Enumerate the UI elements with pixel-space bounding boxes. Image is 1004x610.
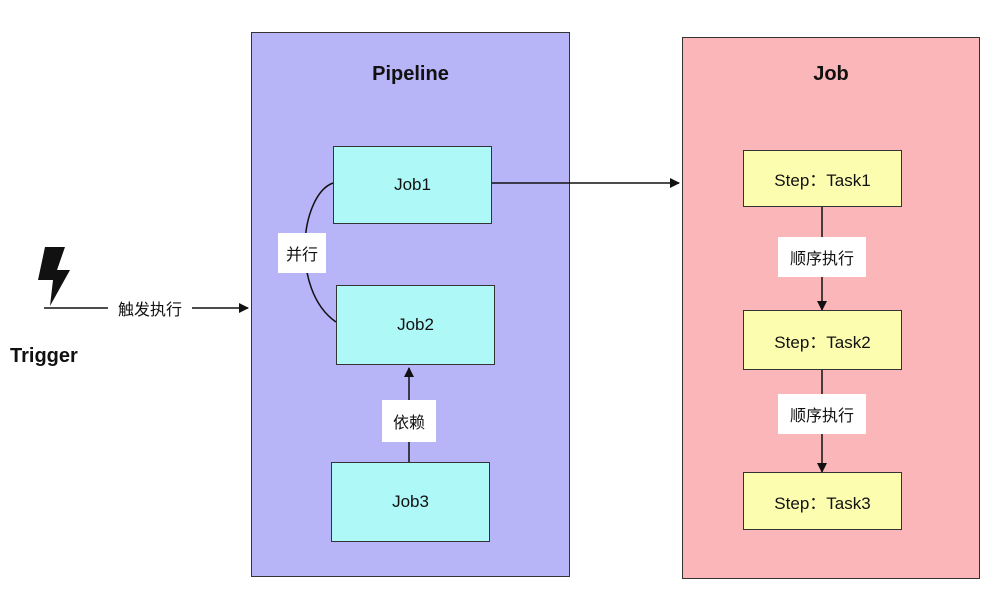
step-task3-node: Step：Task3 (743, 472, 902, 530)
job3-node: Job3 (331, 462, 490, 542)
job2-node: Job2 (336, 285, 495, 365)
job-title: Job (813, 63, 849, 85)
sequence-label-1: 顺序执行 (778, 237, 866, 277)
sequence-label-2: 顺序执行 (778, 394, 866, 434)
dependency-label: 依赖 (382, 400, 436, 442)
step-task1-node: Step：Task1 (743, 150, 902, 207)
lightning-icon (38, 247, 70, 306)
job1-node: Job1 (333, 146, 492, 224)
trigger-label: Trigger (10, 345, 78, 367)
pipeline-title: Pipeline (372, 63, 449, 85)
step-task2-node: Step：Task2 (743, 310, 902, 370)
trigger-edge-label: 触发执行 (108, 296, 192, 320)
parallel-label: 并行 (278, 233, 326, 273)
